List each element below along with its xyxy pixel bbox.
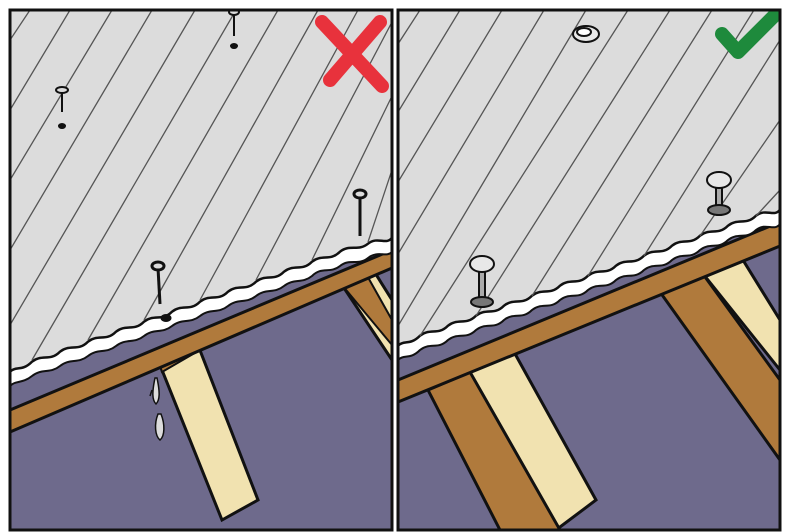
sheet-edge [398, 208, 780, 362]
nail [352, 188, 368, 236]
checkmark-icon [715, 10, 780, 59]
panel-frame-left [8, 8, 394, 532]
screw-with-washer [706, 171, 732, 216]
purlin-beam [10, 248, 392, 434]
panel-right [398, 10, 780, 530]
screw-with-washer [469, 255, 495, 308]
corrugation-lines [398, 10, 780, 337]
panel-wrong [10, 10, 392, 530]
cross-icon [315, 15, 389, 93]
purlin-beam [398, 220, 780, 404]
sheet-edge [10, 236, 392, 388]
corrugation-lines [10, 10, 392, 361]
nail [55, 86, 69, 129]
water-leak-drops [149, 377, 165, 441]
panel-frame-right [396, 8, 782, 532]
screw-with-washer [572, 25, 600, 43]
nail [150, 260, 172, 322]
